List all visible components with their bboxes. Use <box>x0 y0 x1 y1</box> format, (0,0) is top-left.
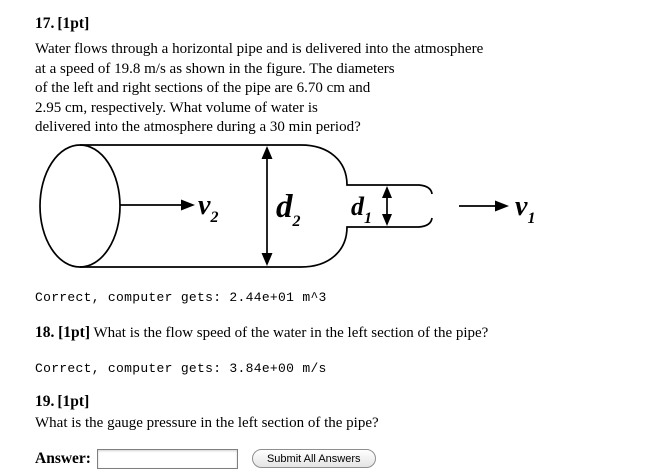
question-17-feedback: Correct, computer gets: 2.44e+01 m^3 <box>35 289 327 305</box>
question-19-header: 19.[1pt] <box>35 392 672 411</box>
answer-input[interactable] <box>96 448 238 469</box>
question-18-feedback: Correct, computer gets: 3.84e+00 m/s <box>35 360 327 376</box>
v1-label: v1 <box>515 191 535 227</box>
d2-arrow <box>261 145 273 266</box>
d2-label: d2 <box>276 189 301 230</box>
question-17-number: 17. <box>35 15 55 32</box>
question-19-points: [1pt] <box>57 392 90 410</box>
question-18-points: [1pt] <box>58 323 90 341</box>
pipe-outline <box>39 143 433 268</box>
pipe-figure: v2 d2 d1 v1 <box>39 143 535 268</box>
v2-label: v2 <box>198 190 218 226</box>
question-18-number: 18. <box>35 323 55 341</box>
question-18-line: 18. [1pt] What is the flow speed of the … <box>35 323 672 343</box>
answer-label: Answer: <box>35 449 91 467</box>
question-17-text: Water flows through a horizontal pipe an… <box>35 40 672 138</box>
d1-label: d1 <box>351 192 372 227</box>
question-17-header: 17.[1pt] <box>35 14 672 33</box>
answer-row: Answer: Submit All Answers <box>35 448 672 469</box>
text-line: at a speed of 19.8 m/s as shown in the f… <box>35 60 395 77</box>
submit-all-answers-button[interactable]: Submit All Answers <box>251 449 376 468</box>
text-line: of the left and right sections of the pi… <box>35 80 371 96</box>
question-19-number: 19. <box>35 392 55 410</box>
question-17-points: [1pt] <box>57 15 90 32</box>
d1-arrow <box>382 185 392 226</box>
v1-arrow <box>459 200 509 211</box>
text-line: Water flows through a horizontal pipe an… <box>35 41 484 57</box>
question-18-text: What is the flow speed of the water in t… <box>93 324 489 341</box>
text-line: delivered into the atmosphere during a 3… <box>35 119 361 135</box>
text-line: 2.95 cm, respectively. What volume of wa… <box>35 99 318 116</box>
v2-arrow <box>120 199 195 210</box>
question-19-text: What is the gauge pressure in the left s… <box>35 414 379 431</box>
